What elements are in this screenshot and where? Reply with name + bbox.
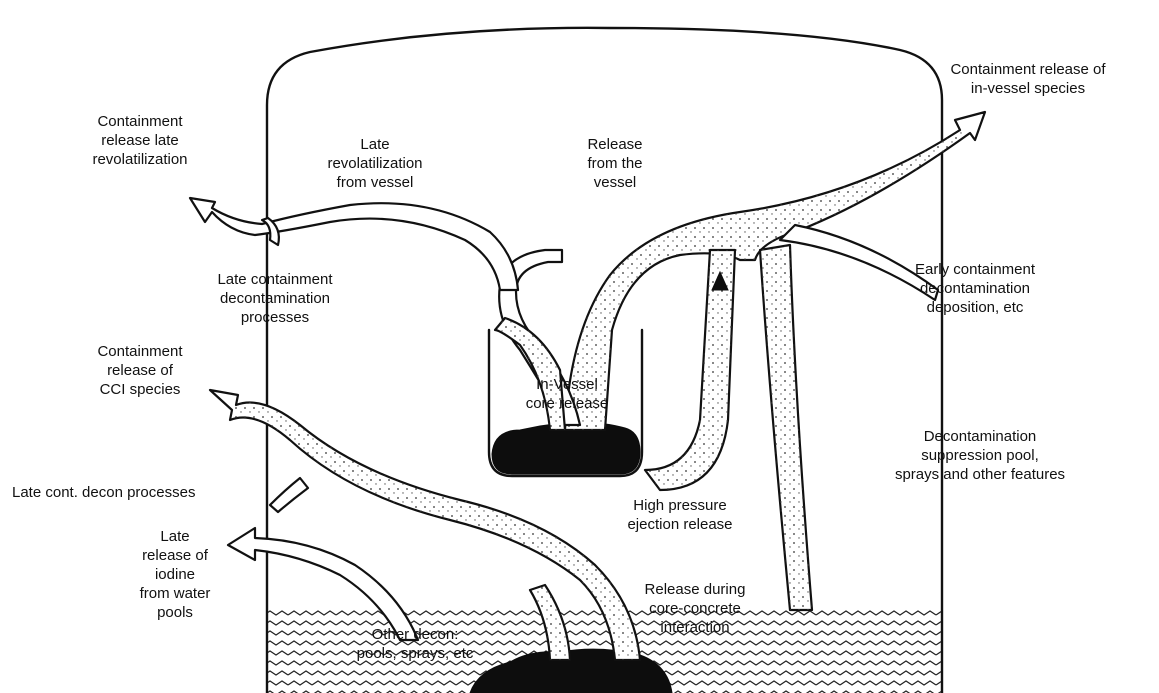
label-release-from-vessel: Release from the vessel xyxy=(560,135,670,192)
label-containment-release-cci: Containment release of CCI species xyxy=(70,342,210,399)
label-release-during-cci: Release during core-concrete interaction xyxy=(620,580,770,637)
label-in-vessel-core-release: In-Vessel core release xyxy=(502,375,632,413)
label-decon-suppression: Decontamination suppression pool, sprays… xyxy=(860,427,1100,484)
label-early-containment-decon: Early containment decontamination deposi… xyxy=(880,260,1070,317)
label-late-containment-decon: Late containment decontamination process… xyxy=(190,270,360,327)
label-other-decon: Other decon: pools, sprays, etc xyxy=(340,625,490,663)
label-high-pressure-ejection: High pressure ejection release xyxy=(600,496,760,534)
label-late-cont-decon-processes: Late cont. decon processes xyxy=(12,483,282,502)
label-containment-release-late-revol: Containment release late revolatilizatio… xyxy=(55,112,225,169)
label-containment-release-in-vessel: Containment release of in-vessel species xyxy=(918,60,1138,98)
label-late-revol-from-vessel: Late revolatilization from vessel xyxy=(300,135,450,192)
label-late-release-iodine: Late release of iodine from water pools xyxy=(120,527,230,622)
